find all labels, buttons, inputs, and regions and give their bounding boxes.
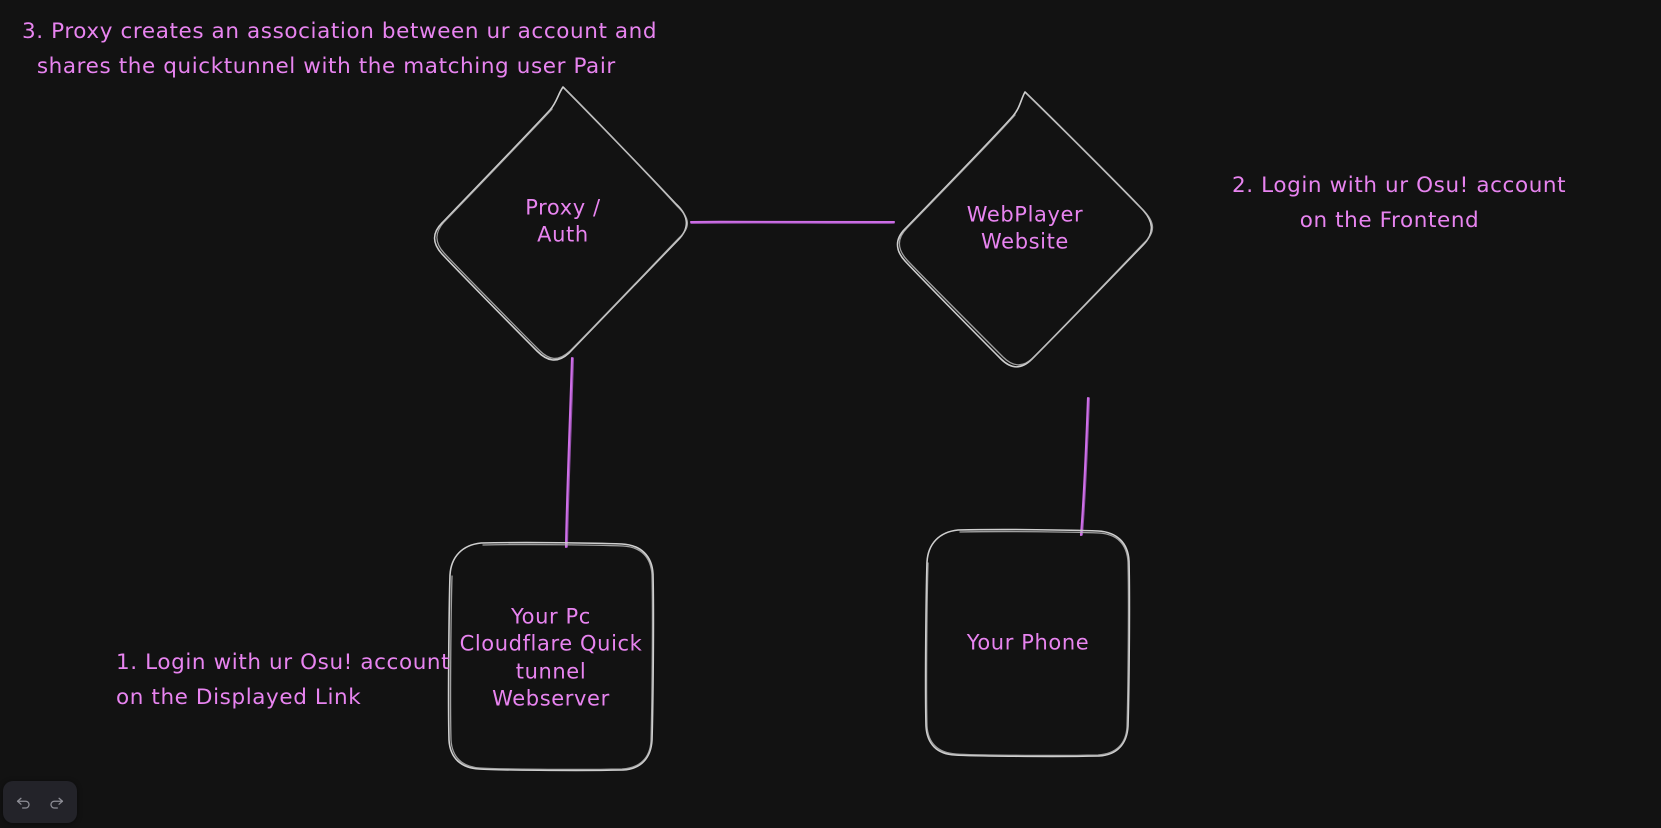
node-label-proxy-auth: Proxy / Auth [525, 195, 601, 247]
history-toolbar[interactable] [3, 781, 77, 823]
node-label-your-pc: Your Pc Cloudflare Quick tunnel Webserve… [459, 604, 643, 711]
connector-webplayer-to-your-phone[interactable] [1079, 396, 1090, 537]
annotation-step-1: 1. Login with ur Osu! account on the Dis… [116, 650, 451, 711]
node-proxy-auth[interactable] [433, 86, 689, 361]
node-your-phone[interactable] [924, 528, 1131, 758]
redo-button[interactable] [40, 787, 73, 817]
connector-proxy-to-your-pc[interactable] [564, 356, 574, 549]
redo-arrow-icon [50, 797, 64, 809]
undo-arrow-icon [16, 797, 30, 809]
node-your-pc[interactable] [447, 541, 655, 772]
undo-button[interactable] [7, 787, 40, 817]
connector-proxy-to-webplayer[interactable] [689, 220, 896, 224]
node-webplayer-website[interactable] [896, 91, 1154, 368]
annotation-step-2: 2. Login with ur Osu! account on the Fro… [1232, 173, 1567, 234]
annotation-step-3: 3. Proxy creates an association between … [22, 19, 658, 80]
node-label-webplayer-website: WebPlayer Website [966, 202, 1084, 254]
node-label-your-phone: Your Phone [966, 630, 1090, 655]
